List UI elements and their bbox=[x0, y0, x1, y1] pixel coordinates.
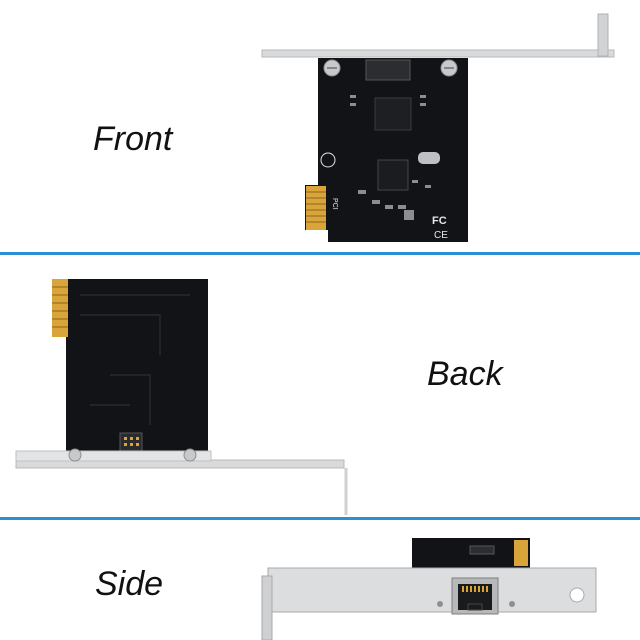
front-pb-free-icon bbox=[320, 152, 336, 168]
front-view-panel: FC CE PCI Front bbox=[0, 0, 640, 252]
front-controller-chip bbox=[377, 159, 409, 191]
back-view-panel: Back bbox=[0, 255, 640, 517]
front-label: Front bbox=[93, 120, 173, 158]
back-card-image bbox=[15, 279, 348, 515]
side-view-panel: Side bbox=[0, 520, 640, 640]
back-label: Back bbox=[427, 355, 503, 393]
side-card-image bbox=[261, 538, 597, 640]
front-ce-mark: CE bbox=[434, 230, 448, 241]
divider-line bbox=[0, 252, 640, 255]
back-rj45-pins bbox=[119, 432, 143, 452]
front-gold-contacts bbox=[306, 186, 326, 230]
side-bracket bbox=[267, 567, 597, 613]
back-traces bbox=[80, 294, 190, 425]
front-pci-mark: PCI bbox=[331, 198, 338, 210]
side-bracket-hole bbox=[569, 587, 585, 603]
back-pcb bbox=[52, 279, 208, 460]
front-crystal bbox=[418, 152, 440, 164]
side-label: Side bbox=[95, 565, 164, 603]
front-bracket-tab bbox=[597, 13, 609, 57]
back-screw-right bbox=[183, 448, 197, 462]
back-screw-left bbox=[68, 448, 82, 462]
front-fc-mark: FC bbox=[432, 215, 447, 227]
front-transformer-chip bbox=[374, 97, 412, 131]
front-smd-components bbox=[350, 95, 431, 220]
front-bracket bbox=[261, 49, 615, 58]
front-pcb bbox=[305, 58, 468, 242]
side-gold-contacts bbox=[514, 540, 528, 566]
front-rj45-underside bbox=[365, 59, 411, 81]
back-gold-contacts bbox=[52, 279, 68, 337]
divider-line bbox=[0, 517, 640, 520]
front-card-image: FC CE PCI bbox=[261, 13, 615, 242]
